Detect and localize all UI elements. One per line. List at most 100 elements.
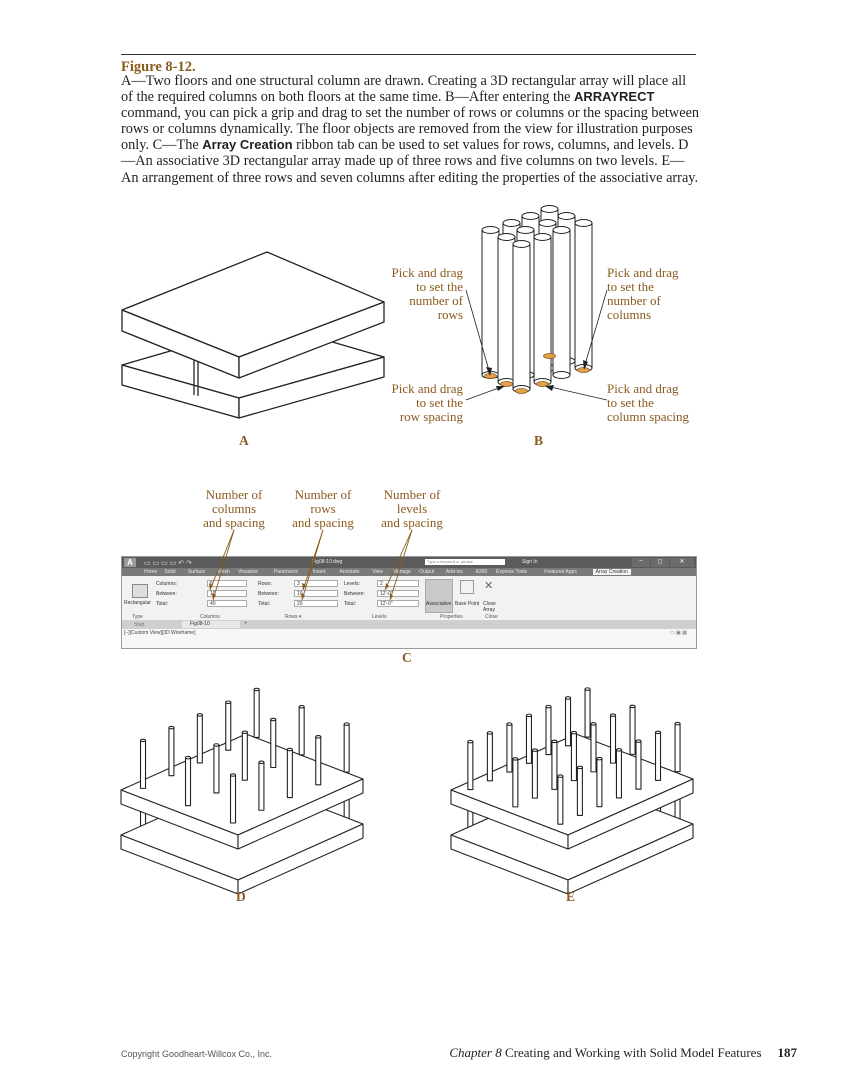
rows-count-label: Rows: <box>258 581 272 587</box>
array-column <box>506 723 513 773</box>
sign-in-link[interactable]: Sign In <box>522 559 538 565</box>
chapter-number: Chapter 8 <box>449 1045 502 1060</box>
ribbon-tab[interactable]: Home <box>144 569 158 575</box>
ribbon-tab-bar: Home Solid Surface Mesh Visualize Parametric I… <box>122 568 696 576</box>
callout-line: columns <box>211 501 257 516</box>
ribbon-tab[interactable]: Surface <box>187 569 206 575</box>
associative-label: Associative <box>426 601 452 607</box>
callout-line: Pick and drag <box>391 381 463 396</box>
rows-count-input[interactable]: 3 <box>294 580 338 587</box>
viewport: [−][Custom View][3D Wireframe] ▭ ▣ ▦ <box>122 629 696 648</box>
array-column <box>584 688 591 738</box>
levels-between-input[interactable]: 12'-0" <box>377 590 419 597</box>
top-rule <box>121 54 696 55</box>
levels-count-label: Levels: <box>344 581 360 587</box>
quick-access-toolbar-icons[interactable]: ▭ ▭ ▭ ▭ ↶ ↷ <box>144 560 192 567</box>
ribbon-tab[interactable]: Express Tools <box>496 569 528 575</box>
associative-button[interactable] <box>425 579 453 613</box>
ribbon-tab[interactable]: Mesh <box>217 569 230 575</box>
group-rows: Rows ▾ <box>285 614 302 620</box>
grip-rowspace <box>500 381 513 387</box>
ribbon-tab[interactable]: Parametric <box>273 569 299 575</box>
callout-b-rows: Pick and drag to set the number of rows <box>360 266 463 322</box>
array-column <box>531 749 538 799</box>
callout-line: Pick and drag <box>391 265 463 280</box>
figure-title: Figure 8-12. <box>121 59 196 75</box>
page-number: 187 <box>777 1045 798 1060</box>
callout-line: columns <box>607 307 652 322</box>
callout-b-column-spacing: Pick and drag to set the column spacing <box>607 382 717 424</box>
rows-between-input[interactable]: 10 <box>294 590 338 597</box>
group-close: Close <box>485 614 498 620</box>
levels-total-input[interactable]: 12'-0" <box>377 600 419 607</box>
ribbon-tab[interactable]: Add-ins <box>445 569 463 575</box>
callout-line: to set the <box>416 279 463 294</box>
panel-label-b: B <box>534 433 544 448</box>
viewcube-icons[interactable]: ▭ ▣ ▦ <box>670 630 687 636</box>
ribbon-tab[interactable]: Annotate <box>339 569 360 575</box>
column-mid-4 <box>497 233 516 386</box>
ribbon-tab[interactable]: Visualize <box>238 569 258 575</box>
callout-line: Number of <box>205 487 263 502</box>
column-mid-2 <box>552 226 571 379</box>
new-tab-icon[interactable]: + <box>244 621 248 627</box>
close-array-icon[interactable]: ✕ <box>484 580 494 592</box>
ribbon-tab[interactable]: Manage <box>392 569 411 575</box>
callout-line: Number of <box>383 487 441 502</box>
columns-count-label: Columns: <box>156 581 178 587</box>
grip-cols <box>577 367 590 373</box>
base-point-button[interactable]: Base Point <box>455 601 480 607</box>
levels-between-label: Between: <box>344 591 365 597</box>
app-logo-icon[interactable]: A <box>124 558 136 567</box>
rows-total-input[interactable]: 20 <box>294 600 338 607</box>
ribbon-tab[interactable]: Array Creation <box>592 569 631 575</box>
columns-total-input[interactable]: 40 <box>207 600 247 607</box>
ribbon-tab[interactable]: Insert <box>312 569 326 575</box>
array-column <box>512 758 519 808</box>
base-point-icon <box>460 580 474 594</box>
callout-line: Pick and drag <box>607 265 679 280</box>
array-column <box>576 766 583 816</box>
rectangular-icon[interactable] <box>132 584 148 598</box>
callout-line: number of <box>607 293 661 308</box>
grip-colspace <box>536 381 549 387</box>
chapter-title: Creating and Working with Solid Model Fe… <box>504 1045 762 1060</box>
array-column <box>674 723 681 773</box>
array-column <box>570 732 578 782</box>
rows-total-label: Total: <box>258 601 270 607</box>
ribbon-tab[interactable]: Output <box>419 569 435 575</box>
ribbon-tab[interactable]: Featured Apps <box>544 569 577 575</box>
maximize-button[interactable]: ◻ <box>651 558 669 567</box>
caption-tab-name: Array Creation <box>202 137 293 153</box>
array-column <box>486 732 493 782</box>
array-column <box>629 705 636 755</box>
levels-count-input[interactable]: 2 <box>377 580 419 587</box>
ribbon-tab[interactable]: A360 <box>475 569 488 575</box>
ribbon-tab[interactable]: View <box>372 569 384 575</box>
viewport-controls[interactable]: [−][Custom View][3D Wireframe] <box>124 630 196 636</box>
array-column <box>615 749 623 799</box>
rows-between-label: Between: <box>258 591 279 597</box>
callout-b-columns: Pick and drag to set the number of colum… <box>607 266 717 322</box>
grip-top <box>543 353 556 359</box>
array-column <box>590 723 597 773</box>
callout-line: and spacing <box>203 515 265 530</box>
callout-line: and spacing <box>292 515 354 530</box>
array-column <box>545 706 552 756</box>
start-tab[interactable]: Start <box>134 622 145 628</box>
callout-line: rows <box>437 307 463 322</box>
running-footer: Chapter 8 Creating and Working with Soli… <box>421 1045 797 1061</box>
search-input[interactable]: Type a keyword or phrase <box>425 559 505 565</box>
minimize-button[interactable]: – <box>632 558 650 567</box>
ribbon-tab[interactable]: Solid <box>164 569 176 575</box>
callout-line: rows <box>310 501 336 516</box>
columns-count-input[interactable]: 5 <box>207 580 247 587</box>
array-column <box>551 740 558 790</box>
close-array-button[interactable]: Close Array <box>483 601 496 613</box>
callout-b-row-spacing: Pick and drag to set the row spacing <box>360 382 463 424</box>
close-window-button[interactable]: ✕ <box>670 558 694 567</box>
file-tab[interactable]: Fig08-10 <box>182 621 240 628</box>
panel-label-e: E <box>566 889 576 904</box>
array-column <box>635 740 642 790</box>
